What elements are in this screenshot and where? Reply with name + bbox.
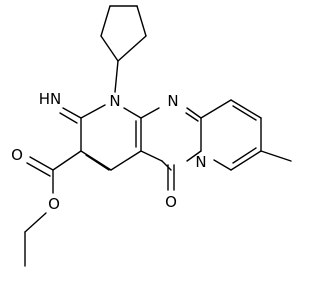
bond [29, 156, 54, 171]
bond [140, 107, 160, 119]
ketone-oxygen-label: O [165, 193, 177, 211]
bond [140, 150, 163, 162]
bond [136, 5, 147, 37]
bond [24, 212, 47, 233]
bond [26, 162, 51, 177]
ester-carbonyl-oxygen-label: O [11, 146, 23, 164]
bond [213, 159, 232, 171]
bond [80, 150, 112, 171]
bond [114, 60, 119, 93]
bond [185, 112, 199, 122]
bond [62, 107, 82, 119]
bond [260, 150, 292, 162]
bond [59, 112, 78, 124]
atom-labels: HN N N N O O O [11, 90, 207, 213]
bond [232, 147, 257, 164]
bond [161, 160, 172, 171]
imine-label: HN [39, 90, 62, 108]
bond [232, 105, 257, 121]
bond [52, 150, 82, 171]
bond [85, 154, 110, 171]
ring-nitrogen-3-label: N [195, 153, 206, 171]
bond [117, 35, 147, 62]
bond-layer [24, 5, 292, 267]
bond [100, 5, 111, 37]
bond [186, 107, 202, 119]
bond [110, 150, 142, 171]
bond [230, 150, 262, 171]
bond [80, 104, 106, 119]
bond [100, 35, 119, 62]
ester-oxygen-label: O [48, 195, 60, 213]
bond [200, 99, 232, 119]
ring-nitrogen-2-label: N [167, 92, 178, 110]
ring-nitrogen-1-label: N [109, 92, 120, 110]
bond [123, 107, 142, 119]
bond [186, 150, 202, 162]
bond [230, 99, 262, 119]
